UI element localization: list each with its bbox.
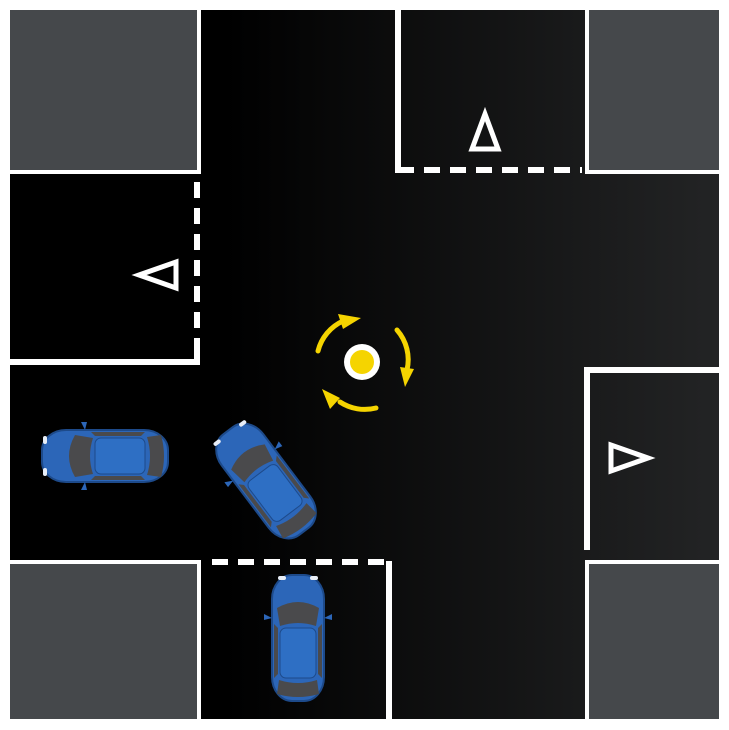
- car-west-icon: [41, 421, 169, 491]
- car-south-icon: [263, 574, 333, 702]
- sidewalk-top-right: [587, 10, 719, 172]
- yield-triangle-west-icon: [131, 258, 179, 292]
- sidewalk-top-left: [10, 10, 199, 172]
- sidewalk-bottom-left: [10, 562, 199, 719]
- curb-lines: [10, 10, 719, 719]
- sidewalk-bottom-right: [587, 562, 719, 719]
- yield-triangle-east-icon: [608, 441, 656, 475]
- yield-triangle-north-icon: [468, 106, 502, 152]
- yield-lines: [194, 167, 590, 565]
- yield-triangle-icon: [131, 106, 656, 475]
- roundabout-arrows-icon: [315, 314, 414, 412]
